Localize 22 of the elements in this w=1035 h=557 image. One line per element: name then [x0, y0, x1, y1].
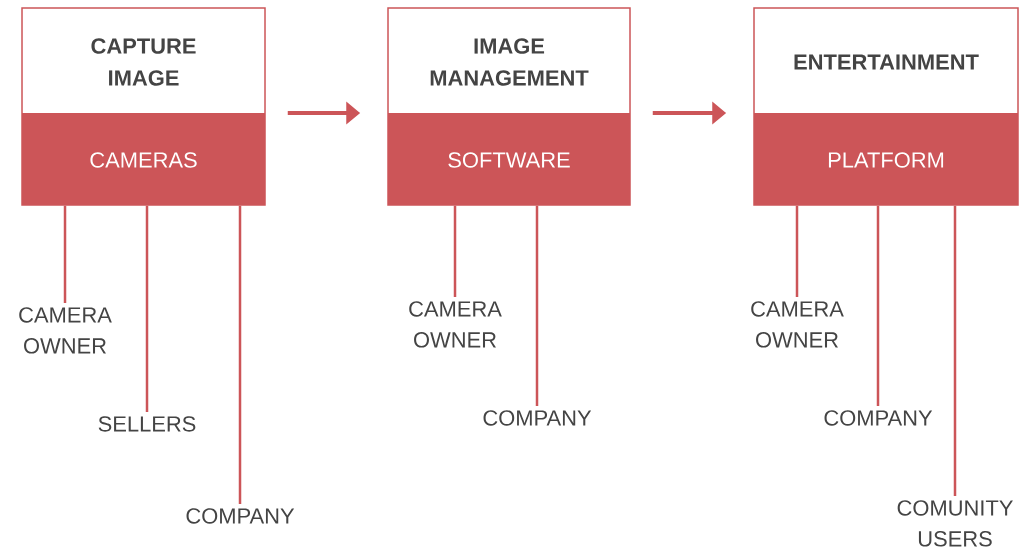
node-label: IMAGE MANAGEMENT — [430, 38, 589, 86]
leader-line — [238, 205, 242, 504]
leader-line — [453, 205, 457, 297]
leader-line — [145, 205, 149, 412]
node-label: SOFTWARE — [448, 152, 570, 168]
label-text: CAMERA OWNER — [751, 301, 844, 348]
node-label: CAMERAS — [90, 152, 197, 168]
leader-line — [795, 205, 799, 297]
label-text: COMPANY — [186, 508, 295, 524]
label-text: COMPANY — [824, 410, 933, 426]
leader-line — [535, 205, 539, 406]
label-text: CAMERA OWNER — [409, 301, 502, 348]
node-label: ENTERTAINMENT — [794, 54, 979, 70]
leader-line — [876, 205, 880, 406]
node-label: CAPTURE IMAGE — [91, 38, 196, 86]
label-text: COMUNITY USERS — [897, 500, 1013, 547]
leader-line — [63, 205, 67, 303]
node-label: PLATFORM — [828, 152, 944, 168]
label-text: COMPANY — [483, 410, 592, 426]
label-text: SELLERS — [98, 416, 196, 432]
leader-line — [953, 205, 957, 496]
label-text: CAMERA OWNER — [19, 307, 112, 354]
